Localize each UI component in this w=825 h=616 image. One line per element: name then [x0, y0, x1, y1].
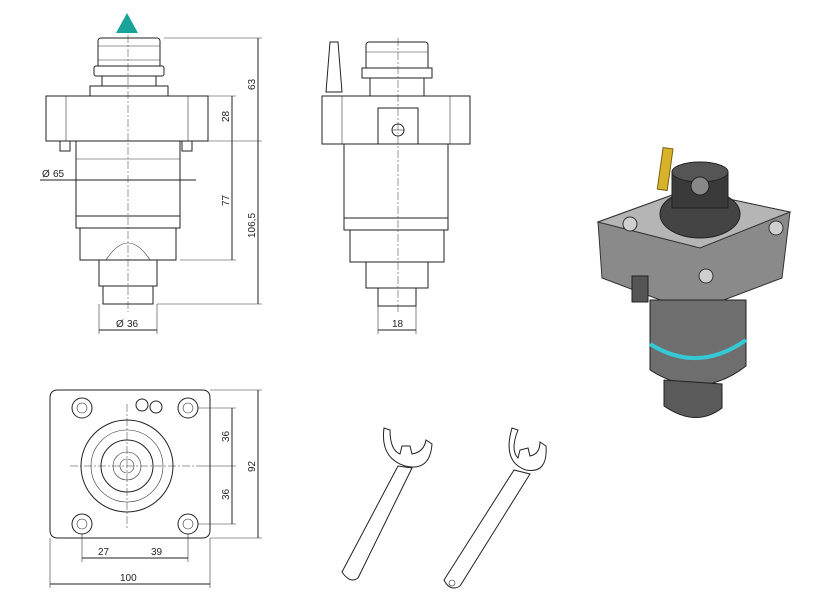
dim-shank-diameter: 36 — [127, 319, 139, 330]
dim-hole-spacing-bottom: 36 — [221, 488, 232, 500]
dim-drive-width: 18 — [392, 319, 404, 330]
front-view: 63 28 77 106,5 Ø 65 Ø 36 — [40, 13, 262, 334]
dim-flange-height-total: 92 — [247, 460, 258, 472]
dim-height-upper: 63 — [247, 78, 258, 90]
dim-offset-right: 39 — [151, 547, 163, 558]
side-view: 18 — [321, 38, 471, 334]
diameter-symbol: Ø — [42, 169, 50, 180]
top-view: 36 36 92 27 39 100 — [49, 389, 262, 588]
wrench-right — [443, 427, 547, 589]
dim-offset-left: 27 — [98, 547, 110, 558]
dim-flange-height: 28 — [221, 110, 232, 122]
dim-total-height: 106,5 — [247, 213, 258, 238]
diameter-symbol: Ø — [116, 319, 124, 330]
dim-body-height: 77 — [221, 194, 232, 206]
product-render — [596, 146, 792, 418]
wrench-left — [341, 427, 433, 581]
dim-hole-spacing-top: 36 — [221, 430, 232, 442]
dim-body-diameter: 65 — [53, 169, 65, 180]
orientation-marker-icon — [116, 13, 138, 33]
dim-flange-width: 100 — [120, 573, 137, 584]
